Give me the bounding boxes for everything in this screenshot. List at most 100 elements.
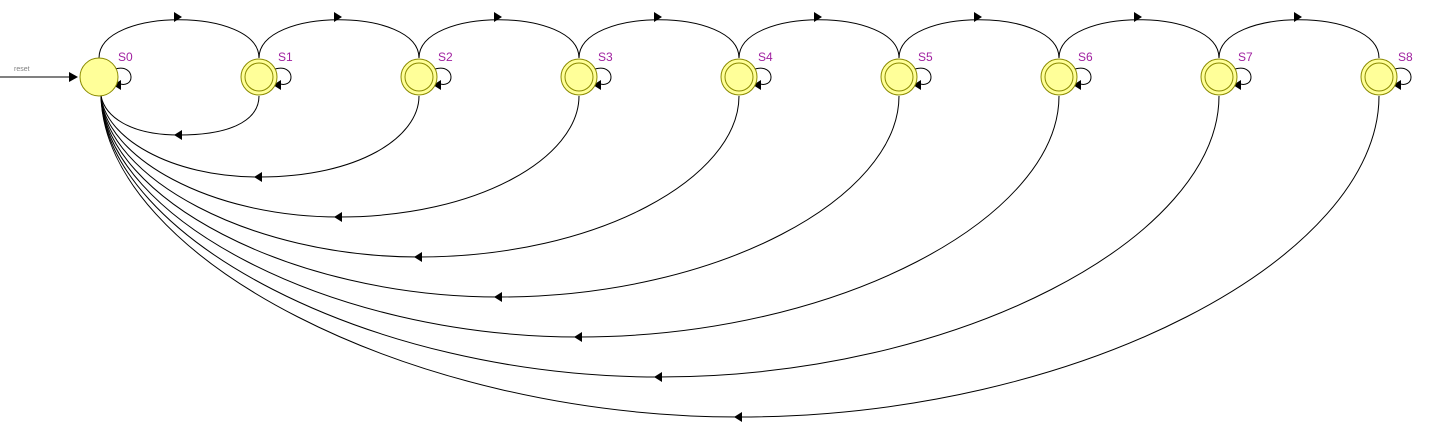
return-arrowhead bbox=[254, 172, 262, 182]
transition-S2-to-S3[interactable] bbox=[418, 12, 580, 59]
transition-S7-to-S8[interactable] bbox=[1218, 12, 1380, 59]
self-loop-S3[interactable] bbox=[593, 67, 612, 90]
state-label: S7 bbox=[1238, 50, 1253, 64]
state-inner-circle bbox=[884, 62, 914, 92]
self-loop-arrowhead bbox=[913, 80, 921, 90]
forward-arrowhead bbox=[334, 12, 342, 22]
self-loop-S8[interactable] bbox=[1393, 67, 1412, 90]
transition-S3-to-S4[interactable] bbox=[578, 12, 740, 59]
self-loop-S0[interactable] bbox=[113, 67, 132, 90]
transition-S6-to-S0[interactable] bbox=[100, 95, 1060, 342]
state-label: S8 bbox=[1398, 50, 1413, 64]
transition-S1-to-S0[interactable] bbox=[100, 95, 260, 140]
transition-S1-to-S2[interactable] bbox=[258, 12, 420, 59]
self-loop-arc bbox=[594, 67, 612, 85]
transition-S7-to-S0[interactable] bbox=[100, 95, 1220, 382]
return-arc bbox=[100, 95, 580, 218]
transition-S2-to-S0[interactable] bbox=[100, 95, 420, 182]
state-inner-circle bbox=[724, 62, 754, 92]
self-loop-S2[interactable] bbox=[433, 67, 452, 90]
return-arc bbox=[100, 95, 740, 258]
forward-arc bbox=[898, 19, 1060, 59]
state-S5[interactable]: S5 bbox=[880, 50, 933, 96]
self-loop-S6[interactable] bbox=[1073, 67, 1092, 90]
self-loop-arc bbox=[914, 67, 932, 85]
forward-arrowhead bbox=[654, 12, 662, 22]
self-loop-arrowhead bbox=[753, 80, 761, 90]
forward-arrowhead bbox=[494, 12, 502, 22]
self-loop-arrowhead bbox=[433, 80, 441, 90]
return-arc bbox=[100, 95, 1060, 338]
self-loop-arrowhead bbox=[1233, 80, 1241, 90]
reset-label: reset bbox=[14, 66, 30, 73]
state-label: S4 bbox=[758, 50, 773, 64]
forward-arc bbox=[738, 19, 900, 59]
forward-arrowhead bbox=[1294, 12, 1302, 22]
forward-arc bbox=[1218, 19, 1380, 59]
self-loop-arc bbox=[754, 67, 772, 85]
state-S1[interactable]: S1 bbox=[240, 50, 293, 96]
return-arc bbox=[100, 95, 900, 298]
return-arrowhead bbox=[334, 212, 342, 222]
transitions-layer bbox=[98, 12, 1412, 422]
self-loop-arrowhead bbox=[273, 80, 281, 90]
transition-S8-to-S0[interactable] bbox=[100, 95, 1380, 422]
transition-S4-to-S0[interactable] bbox=[100, 95, 740, 262]
return-arc bbox=[100, 95, 1220, 378]
reset-arrowhead bbox=[69, 72, 78, 82]
forward-arrowhead bbox=[974, 12, 982, 22]
forward-arc bbox=[258, 19, 420, 59]
forward-arc bbox=[418, 19, 580, 59]
forward-arrowhead bbox=[1134, 12, 1142, 22]
transition-S3-to-S0[interactable] bbox=[100, 95, 580, 222]
return-arrowhead bbox=[654, 372, 662, 382]
transition-S6-to-S7[interactable] bbox=[1058, 12, 1220, 59]
transition-S5-to-S6[interactable] bbox=[898, 12, 1060, 59]
transition-S4-to-S5[interactable] bbox=[738, 12, 900, 59]
state-label: S5 bbox=[918, 50, 933, 64]
transition-S0-to-S1[interactable] bbox=[98, 12, 260, 59]
state-inner-circle bbox=[1204, 62, 1234, 92]
self-loop-arrowhead bbox=[593, 80, 601, 90]
return-arrowhead bbox=[414, 252, 422, 262]
return-arrowhead bbox=[574, 332, 582, 342]
self-loop-arrowhead bbox=[113, 80, 121, 90]
self-loop-arc bbox=[1074, 67, 1092, 85]
state-S2[interactable]: S2 bbox=[400, 50, 453, 96]
self-loop-arc bbox=[1394, 67, 1412, 85]
state-inner-circle bbox=[404, 62, 434, 92]
state-label: S6 bbox=[1078, 50, 1093, 64]
self-loop-arc bbox=[114, 67, 132, 85]
state-inner-circle bbox=[244, 62, 274, 92]
self-loop-arrowhead bbox=[1073, 80, 1081, 90]
self-loop-arc bbox=[434, 67, 452, 85]
self-loop-arrowhead bbox=[1393, 80, 1401, 90]
return-arrowhead bbox=[174, 130, 182, 140]
state-label: S1 bbox=[278, 50, 293, 64]
transition-S5-to-S0[interactable] bbox=[100, 95, 900, 302]
reset-arrow-group: reset bbox=[0, 66, 78, 82]
state-S7[interactable]: S7 bbox=[1200, 50, 1253, 96]
return-arc bbox=[100, 95, 1380, 418]
self-loop-S7[interactable] bbox=[1233, 67, 1252, 90]
state-S3[interactable]: S3 bbox=[560, 50, 613, 96]
forward-arrowhead bbox=[174, 12, 182, 22]
state-S4[interactable]: S4 bbox=[720, 50, 773, 96]
forward-arrowhead bbox=[814, 12, 822, 22]
state-inner-circle bbox=[1044, 62, 1074, 92]
state-S6[interactable]: S6 bbox=[1040, 50, 1093, 96]
self-loop-S1[interactable] bbox=[273, 67, 292, 90]
return-arrowhead bbox=[494, 292, 502, 302]
forward-arc bbox=[1058, 19, 1220, 59]
state-label: S0 bbox=[118, 50, 133, 64]
return-arc bbox=[100, 95, 260, 136]
self-loop-S5[interactable] bbox=[913, 67, 932, 90]
state-label: S3 bbox=[598, 50, 613, 64]
state-S8[interactable]: S8 bbox=[1360, 50, 1413, 96]
self-loop-S4[interactable] bbox=[753, 67, 772, 90]
state-inner-circle bbox=[1364, 62, 1394, 92]
states-layer: S0 S1 S2 S3 S4 S5 S6 S7 S8 bbox=[79, 50, 1413, 97]
state-label: S2 bbox=[438, 50, 453, 64]
state-S0[interactable]: S0 bbox=[79, 50, 133, 97]
forward-arc bbox=[98, 19, 260, 59]
